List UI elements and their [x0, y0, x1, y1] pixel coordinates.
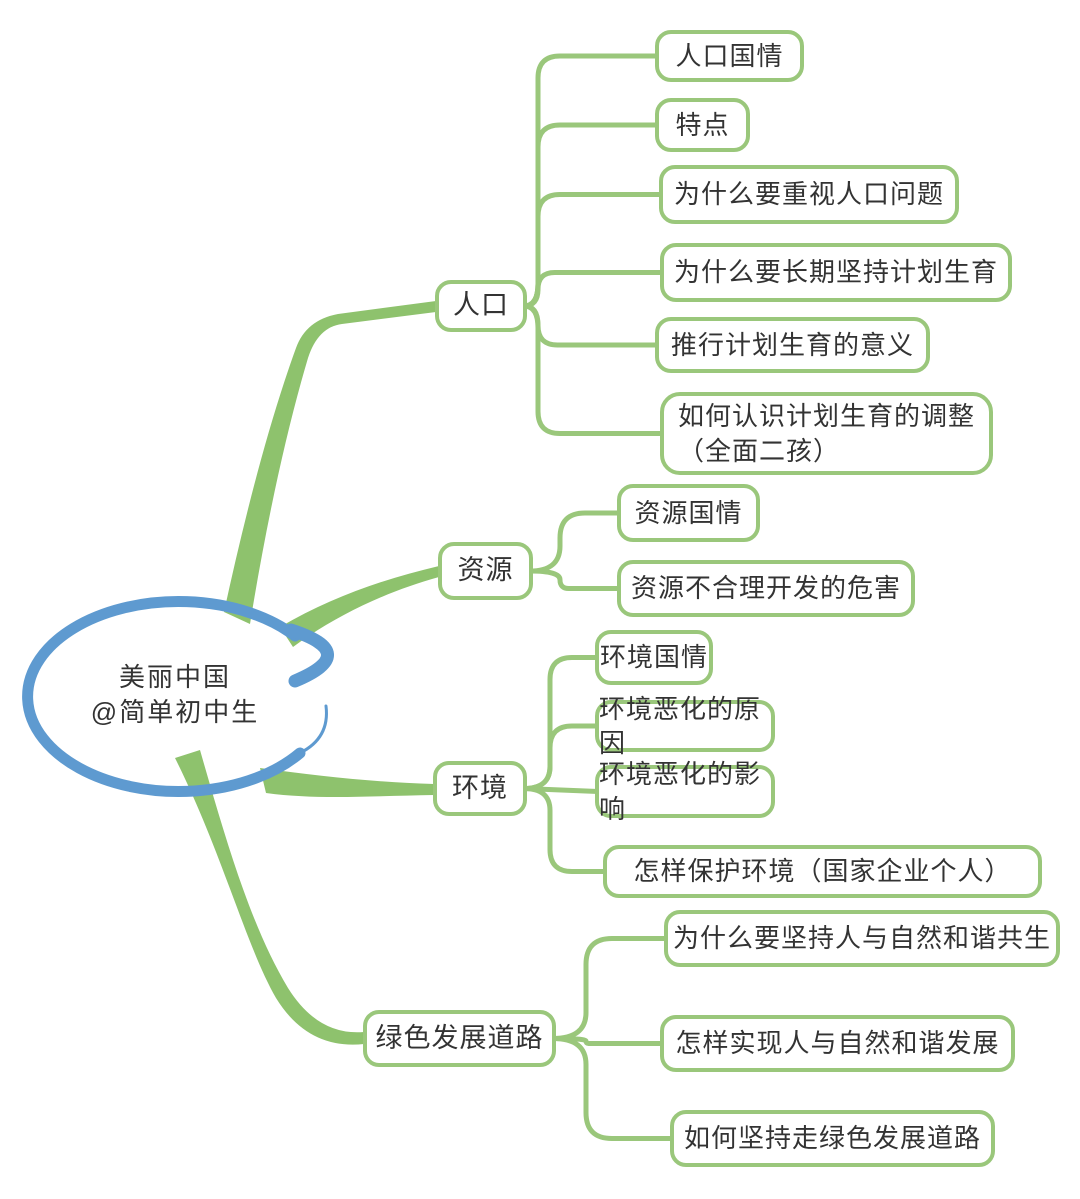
child-node: 为什么要长期坚持计划生育	[660, 243, 1012, 302]
branch-curve-renkou	[224, 301, 436, 624]
child-label: 特点	[675, 109, 730, 140]
center-ellipse	[22, 596, 306, 798]
child-label: 怎样实现人与自然和谐发展	[675, 1028, 1000, 1059]
link-lvse-0	[550, 936, 670, 1041]
child-label: 人口国情	[675, 40, 784, 71]
child-node: 人口国情	[655, 30, 804, 82]
child-node: 推行计划生育的意义	[655, 317, 930, 373]
child-node: 怎样保护环境（国家企业个人）	[603, 845, 1042, 898]
child-label: 环境国情	[599, 642, 708, 673]
link-renkou-5	[521, 303, 666, 436]
branch-curve-ziyuan	[280, 566, 439, 647]
child-node: 如何坚持走绿色发展道路	[670, 1110, 995, 1167]
child-label: 为什么要长期坚持计划生育	[673, 257, 998, 288]
link-lvse-2	[550, 1036, 676, 1141]
link-renkou-2	[521, 192, 665, 309]
child-label: 环境恶化的影响	[599, 759, 762, 824]
link-renkou-4	[521, 303, 661, 348]
central-topic: 美丽中国 @简单初中生	[52, 640, 298, 750]
child-label: 如何坚持走绿色发展道路	[683, 1123, 981, 1154]
child-node: 为什么要重视人口问题	[659, 165, 959, 224]
branch-label: 资源	[457, 555, 514, 586]
branch-node-huanjing: 环境	[433, 761, 527, 816]
child-node: 环境恶化的原因	[595, 694, 775, 758]
branch-node-ziyuan: 资源	[438, 542, 533, 600]
child-node: 环境恶化的影响	[595, 759, 775, 824]
central-topic-watermark: @简单初中生	[90, 697, 260, 727]
branch-node-renkou: 人口	[435, 280, 527, 332]
branch-label: 环境	[452, 772, 508, 803]
child-node: 环境国情	[595, 630, 713, 685]
branch-curve-lvse	[175, 750, 364, 1045]
link-renkou-1	[521, 122, 661, 309]
child-node: 资源国情	[617, 484, 760, 542]
branch-label: 人口	[453, 290, 509, 321]
link-huanjing-3	[521, 786, 609, 874]
child-label: 怎样保护环境（国家企业个人）	[633, 856, 1012, 887]
child-label: 推行计划生育的意义	[670, 329, 914, 360]
link-huanjing-1	[521, 723, 601, 791]
center-ellipse-hook	[284, 623, 334, 688]
branch-curve-huanjing	[260, 768, 434, 798]
link-renkou-3	[521, 270, 666, 309]
link-renkou-0	[521, 53, 661, 309]
link-huanjing-0	[521, 655, 601, 791]
child-node: 如何认识计划生育的调整 （全面二孩）	[660, 392, 993, 475]
center-ellipse-tail	[298, 704, 328, 755]
child-node: 特点	[655, 98, 750, 152]
link-ziyuan-1	[527, 568, 623, 591]
child-node: 为什么要坚持人与自然和谐共生	[664, 910, 1060, 967]
central-topic-title: 美丽中国	[118, 661, 231, 692]
child-label: 如何认识计划生育的调整 （全面二孩）	[678, 401, 976, 466]
child-label: 资源不合理开发的危害	[630, 573, 901, 604]
child-node: 资源不合理开发的危害	[617, 560, 915, 617]
child-label: 为什么要坚持人与自然和谐共生	[672, 923, 1051, 954]
child-node: 怎样实现人与自然和谐发展	[660, 1015, 1015, 1072]
child-label: 为什么要重视人口问题	[673, 179, 944, 210]
link-ziyuan-0	[527, 510, 623, 574]
child-label: 环境恶化的原因	[599, 693, 762, 758]
child-label: 资源国情	[634, 497, 743, 528]
branch-label: 绿色发展道路	[375, 1022, 544, 1053]
branch-node-lvse: 绿色发展道路	[363, 1010, 556, 1067]
